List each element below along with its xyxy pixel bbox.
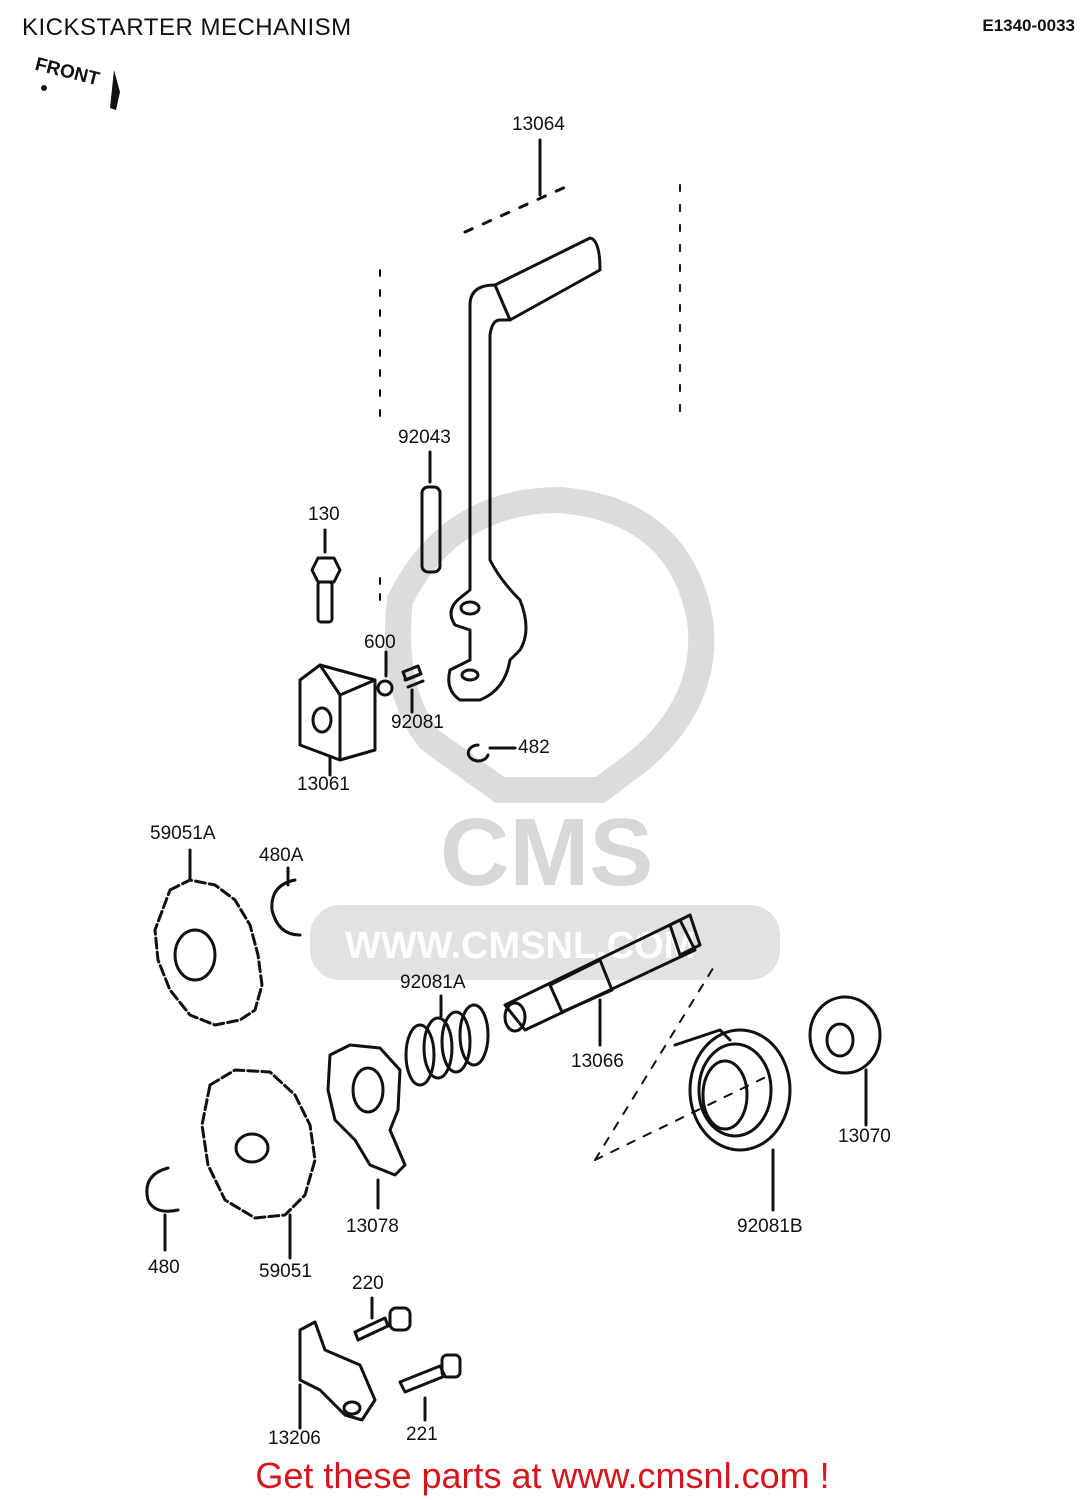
callout-92081: 92081 xyxy=(391,712,444,733)
shaft-13066 xyxy=(503,913,771,1161)
diagram-title: KICKSTARTER MECHANISM xyxy=(22,14,352,41)
callout-92043: 92043 xyxy=(398,427,451,448)
callout-13206: 13206 xyxy=(268,1428,321,1449)
ball-600 xyxy=(376,679,394,697)
spring-92081A xyxy=(404,994,490,1087)
front-arrow-icon xyxy=(41,70,120,110)
callout-92081A: 92081A xyxy=(400,972,466,993)
callout-13064: 13064 xyxy=(512,114,565,135)
kick-lever-13064 xyxy=(379,138,681,702)
bolt-220 xyxy=(353,1296,412,1342)
lever-13206 xyxy=(298,1320,377,1430)
circlip-480A xyxy=(270,878,302,937)
watermark-url: WWW.CMSNL.COM xyxy=(345,925,695,967)
callout-480A: 480A xyxy=(259,845,304,866)
circlip-480 xyxy=(145,1166,180,1213)
callout-92081B: 92081B xyxy=(737,1216,803,1237)
bolt-130 xyxy=(310,528,381,624)
callout-600: 600 xyxy=(364,632,396,653)
callout-59051A: 59051A xyxy=(150,823,216,844)
diagram-code: E1340-0033 xyxy=(982,16,1075,35)
callout-130: 130 xyxy=(308,504,340,525)
callout-480: 480 xyxy=(148,1257,180,1278)
callout-59051: 59051 xyxy=(259,1261,312,1282)
callout-13066: 13066 xyxy=(571,1051,624,1072)
circlip-482 xyxy=(466,743,490,763)
callout-13061: 13061 xyxy=(297,774,350,795)
front-direction-marker: FRONT xyxy=(30,52,120,112)
gear-59051 xyxy=(200,1068,317,1260)
callout-220: 220 xyxy=(352,1273,384,1294)
spring-92081 xyxy=(401,664,425,689)
gear-59051A xyxy=(153,848,264,1027)
holder-13061 xyxy=(298,663,377,777)
bolt-221 xyxy=(398,1353,462,1422)
pin-92043 xyxy=(420,450,442,574)
callout-13070: 13070 xyxy=(838,1126,891,1147)
callout-221: 221 xyxy=(406,1424,438,1445)
torsion-spring-92081B xyxy=(673,1028,792,1212)
watermark-brand: CMS xyxy=(440,799,653,906)
cta-link[interactable]: Get these parts at www.cmsnl.com ! xyxy=(255,1455,830,1496)
callout-13078: 13078 xyxy=(346,1216,399,1237)
callout-482: 482 xyxy=(518,737,550,758)
collar-13070 xyxy=(808,995,882,1127)
cms-watermark: CMS WWW.CMSNL.COM xyxy=(310,486,780,980)
ratchet-13078 xyxy=(326,1043,407,1210)
